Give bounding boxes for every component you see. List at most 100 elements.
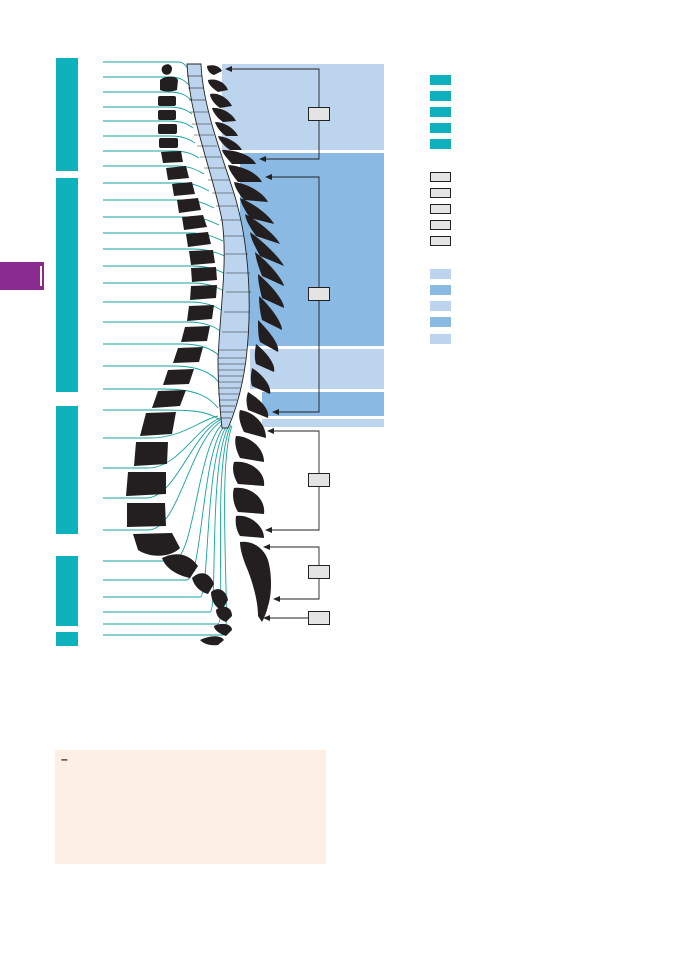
- nerve-root: [103, 61, 191, 73]
- spinous-processes: [207, 65, 284, 622]
- vertebra-icon: [187, 305, 214, 321]
- label-box-cervical: [308, 107, 330, 121]
- vertebra-icon: [152, 390, 186, 408]
- spinal-cord: [186, 63, 251, 429]
- vertebra-icon: [190, 285, 217, 300]
- legend-swatch-blue-light: [430, 269, 451, 279]
- vertebra-icon: [216, 606, 232, 622]
- nerve-root: [103, 419, 225, 531]
- region-bar-coccygeal: [56, 632, 78, 646]
- region-bar-sacral: [56, 556, 78, 626]
- legend-swatch-box: [430, 172, 451, 182]
- nerve-root: [103, 388, 219, 409]
- vertebra-icon: [239, 410, 266, 438]
- vertebra-icon: [208, 79, 228, 92]
- vertebra-icon: [255, 252, 284, 286]
- vertebra-icon: [215, 122, 238, 136]
- note-dash: –: [61, 752, 68, 766]
- arrow-head-icon: [259, 156, 266, 162]
- vertebra-icon: [259, 296, 282, 330]
- nerve-root: [103, 417, 221, 469]
- vertebra-icon: [240, 541, 271, 622]
- nerve-root: [103, 421, 229, 581]
- legend-swatch-box: [430, 204, 451, 214]
- zone-cervical: [222, 64, 384, 150]
- vertebra-icon: [158, 124, 177, 134]
- vertebra-icon: [245, 214, 280, 244]
- nerve-root: [103, 165, 205, 175]
- arrow-head-icon: [267, 428, 274, 434]
- legend-swatch-teal: [430, 75, 451, 85]
- vertebra-icon: [254, 344, 275, 372]
- chapter-tab-notch: [40, 266, 42, 286]
- legend-swatch-teal: [430, 107, 451, 117]
- vertebra-icon: [234, 182, 268, 202]
- legend-swatch-teal: [430, 91, 451, 101]
- arrow-head-icon: [273, 596, 280, 602]
- vertebra-icon: [192, 573, 214, 594]
- vertebra-icon: [127, 503, 166, 527]
- vertebra-icon: [250, 232, 284, 266]
- arrow-head-icon: [225, 66, 232, 72]
- zone-coccygeal: [262, 419, 384, 427]
- nerve-root: [103, 91, 192, 101]
- vertebra-icon: [160, 76, 178, 92]
- vertebra-icon: [258, 274, 284, 308]
- arrow-head-icon: [265, 527, 272, 533]
- vertebra-icon: [200, 636, 224, 646]
- arrow-head-icon: [263, 615, 270, 621]
- vertebra-icon: [140, 412, 176, 436]
- vertebra-icon: [172, 182, 195, 196]
- nerve-root: [103, 150, 200, 159]
- legend-swatch-blue-light: [430, 334, 451, 344]
- vertebra-icon: [161, 151, 183, 163]
- vertebra-icon: [191, 267, 217, 282]
- legend-swatch-box: [430, 220, 451, 230]
- vertebra-icon: [126, 472, 166, 496]
- vertebra-icon: [162, 554, 198, 578]
- label-box-lumbar: [308, 473, 330, 487]
- region-bar-thoracic: [56, 178, 78, 392]
- vertebra-icon: [163, 369, 194, 385]
- nerve-root: [103, 343, 224, 361]
- vertebra-icon: [211, 589, 228, 610]
- vertebra-icon: [177, 198, 201, 213]
- vertebra-icon: [182, 215, 207, 230]
- vertebra-icon: [235, 515, 264, 538]
- legend-swatch-blue-light: [430, 301, 451, 311]
- chapter-tab: [0, 262, 44, 290]
- vertebra-icon: [189, 250, 215, 265]
- vertebra-icon: [246, 392, 269, 418]
- vertebra-icon: [258, 320, 279, 352]
- vertebral-bodies: [126, 64, 232, 646]
- vertebra-icon: [161, 64, 172, 75]
- nerve-root: [103, 135, 196, 144]
- nerve-root: [103, 106, 193, 115]
- legend-swatch-blue-mid: [430, 285, 451, 295]
- vertebra-icon: [134, 442, 168, 466]
- vertebra-icon: [233, 487, 265, 514]
- vertebra-icon: [233, 461, 265, 486]
- nerve-root: [103, 424, 232, 625]
- region-bar-lumbar: [56, 406, 78, 534]
- vertebra-icon: [158, 96, 176, 106]
- vertebra-icon: [159, 138, 178, 148]
- vertebra-icon: [228, 165, 262, 182]
- vertebra-icon: [250, 368, 271, 394]
- vertebra-icon: [212, 107, 236, 122]
- vertebra-icon: [210, 93, 232, 108]
- vertebra-icon: [214, 623, 232, 636]
- vertebra-icon: [173, 347, 203, 363]
- legend-swatch-teal: [430, 123, 451, 133]
- note-box: –: [55, 750, 326, 864]
- vertebra-icon: [222, 150, 256, 164]
- vertebra-icon: [218, 136, 242, 150]
- vertebra-icon: [133, 533, 180, 556]
- nerve-root: [103, 418, 223, 499]
- legend-swatch-blue-mid: [430, 317, 451, 327]
- vertebra-icon: [240, 198, 274, 224]
- arrow-head-icon: [263, 544, 270, 550]
- bracket-cervical: [230, 68, 320, 160]
- legend-swatch-box: [430, 236, 451, 246]
- nerve-root: [103, 415, 219, 439]
